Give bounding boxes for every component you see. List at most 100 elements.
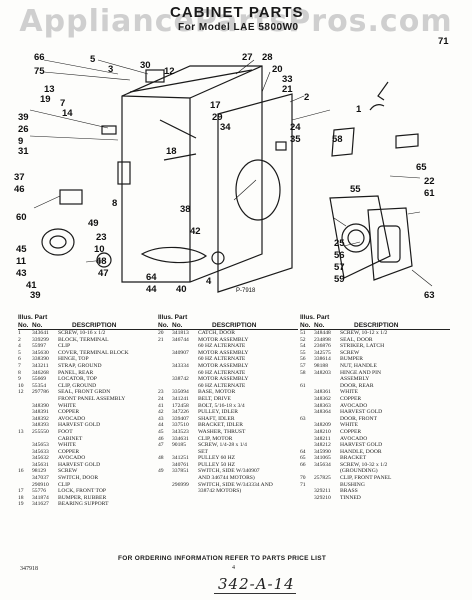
illus-number	[18, 409, 32, 416]
part-number: 348211	[314, 435, 331, 442]
part-description: WHITE	[340, 422, 359, 429]
part-description: MOTOR ASSEMBLY	[198, 336, 249, 343]
part-description: HARVEST GOLD	[58, 461, 101, 468]
part-number: 329211	[314, 488, 331, 495]
part-number: 348448	[314, 330, 331, 336]
illus-number	[18, 475, 32, 482]
part-number: 341251	[172, 455, 189, 462]
illus-number	[300, 468, 314, 475]
illus-number	[300, 442, 314, 449]
part-number: 341813	[172, 330, 189, 336]
callout-label: 56	[334, 250, 345, 261]
part-description: AVOCADO	[58, 455, 86, 462]
part-description: HINGE, TOP	[58, 356, 89, 363]
illus-number: 18	[18, 494, 24, 501]
front-panel	[217, 93, 293, 293]
callout-label: 31	[18, 146, 29, 157]
part-number: 338742	[172, 376, 189, 383]
illus-number	[18, 422, 32, 429]
callout-label: 42	[190, 226, 201, 237]
illus-number	[18, 442, 32, 449]
side-switch	[59, 189, 83, 205]
part-number	[32, 396, 58, 403]
part-description: CLIP, MOTOR	[198, 435, 233, 442]
callout-label: 39	[18, 112, 29, 123]
illus-number	[18, 416, 32, 423]
illus-number: 1	[18, 330, 21, 336]
door-opening	[235, 159, 281, 221]
document-number: 347918	[20, 566, 38, 572]
part-description: HARVEST GOLD	[340, 442, 383, 449]
part-description: (GROUNDING)	[340, 468, 378, 475]
illus-number: 41	[158, 402, 164, 409]
illus-number: 43	[158, 415, 164, 422]
part-number: 341874	[32, 494, 49, 501]
callout-label: 2	[304, 92, 309, 103]
part-description: LOCK, FRONT TOP	[58, 488, 107, 495]
callout-label: 20	[272, 64, 283, 75]
part-description: CLIP, GROUND	[58, 382, 97, 389]
part-description: COPPER	[58, 409, 80, 416]
callout-label: 60	[16, 212, 27, 223]
part-description: COPPER	[340, 395, 362, 402]
illus-number: 4	[18, 343, 21, 350]
callout-label: 28	[262, 52, 273, 63]
part-number	[172, 370, 198, 377]
callout-label: 40	[176, 284, 187, 295]
part-description: PULLEY, IDLER	[198, 409, 238, 416]
callout-label: 14	[62, 108, 73, 119]
callout-label: 46	[14, 184, 25, 195]
callout-label: 75	[34, 66, 45, 77]
callout-label: 48	[96, 256, 107, 267]
idler-pulley	[96, 252, 112, 268]
part-number: 257825	[314, 475, 331, 482]
part-number: 348203	[314, 369, 331, 376]
part-number	[314, 376, 340, 383]
illus-number	[300, 488, 314, 495]
part-number: 345634	[314, 461, 331, 468]
part-description: BRACKET	[340, 455, 367, 462]
drive-belt	[140, 246, 208, 264]
part-description: LOCATOR, TOP	[58, 376, 97, 383]
callout-label: 18	[166, 146, 177, 157]
part-number: 348391	[32, 409, 49, 416]
callout-label: 8	[112, 198, 117, 209]
callout-label: 29	[212, 112, 223, 123]
callout-label: 41	[26, 280, 37, 291]
table-row: 60 HZ ALTERNATE	[158, 343, 298, 350]
table-row: (GROUNDING)	[300, 468, 450, 475]
part-description: SCREW	[340, 349, 360, 356]
callout-label: 4	[206, 276, 212, 287]
callout-label: 22	[424, 176, 435, 187]
part-description: WHITE	[58, 402, 77, 409]
part-description: SEAL, DOOR	[340, 336, 373, 343]
part-description: HARVEST GOLD	[58, 422, 101, 429]
illus-number: 51	[300, 330, 306, 336]
illus-number	[18, 455, 32, 462]
part-description: PULLEY 50 HZ	[198, 461, 236, 468]
callout-label: 45	[16, 244, 27, 255]
part-description: BUSHING	[340, 481, 365, 488]
callout-label: 34	[220, 122, 231, 133]
